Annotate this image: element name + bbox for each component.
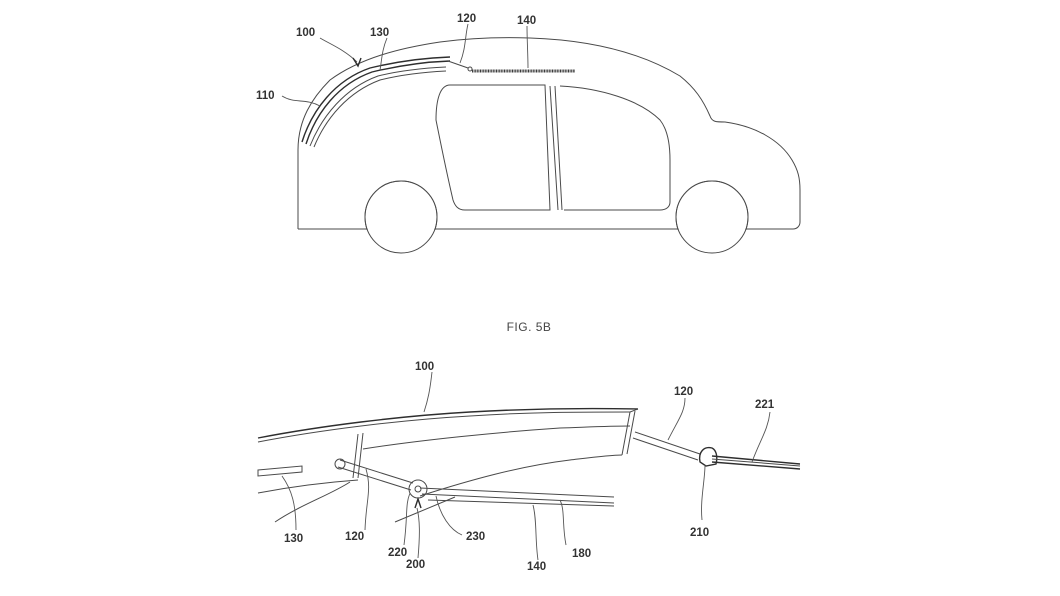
ref-label-120: 120 (457, 13, 476, 25)
ref-label-180: 180 (572, 548, 591, 560)
ref-label-110: 110 (256, 90, 275, 102)
ref-label-120-left: 120 (345, 531, 364, 543)
top-figure-labels: 100 130 120 140 110 (256, 13, 536, 102)
guide-rail (309, 66, 447, 147)
vehicle-side-view (297, 37, 801, 260)
mechanism-detail-view (257, 407, 801, 523)
joint-220 (408, 479, 428, 499)
ref-label-140-detail: 140 (527, 561, 546, 573)
ref-label-210: 210 (690, 527, 709, 539)
rear-window (559, 85, 671, 211)
link-arm (447, 60, 469, 69)
vehicle-body-outline (297, 37, 801, 230)
ref-label-140: 140 (517, 15, 536, 27)
track-140 (419, 487, 615, 507)
roof-panel (301, 56, 451, 143)
ref-label-200: 200 (406, 559, 425, 571)
ref-label-100: 100 (296, 27, 315, 39)
bottom-figure-leaders (281, 371, 771, 561)
ref-label-130: 130 (370, 27, 389, 39)
link-arm-left (337, 459, 414, 491)
roof-panel-assembly (301, 56, 575, 148)
link-pivot (334, 458, 346, 470)
ref-label-221: 221 (755, 399, 775, 411)
roof-panel-detail (257, 407, 639, 439)
bottom-figure-labels: 100 120 221 130 120 220 200 230 140 180 … (284, 361, 775, 573)
rail-221 (711, 455, 801, 470)
front-window (435, 84, 551, 211)
ref-label-120-right: 120 (674, 386, 693, 398)
figure-caption: FIG. 5B (507, 320, 552, 334)
ref-label-100-detail: 100 (415, 361, 434, 373)
top-figure-leaders (281, 23, 529, 107)
ref-label-130-detail: 130 (284, 533, 303, 545)
ref-label-220: 220 (388, 547, 407, 559)
ref-label-230: 230 (466, 531, 485, 543)
guide-rail-stub (257, 465, 303, 477)
link-arm-right (632, 431, 701, 461)
b-pillar (549, 85, 563, 211)
